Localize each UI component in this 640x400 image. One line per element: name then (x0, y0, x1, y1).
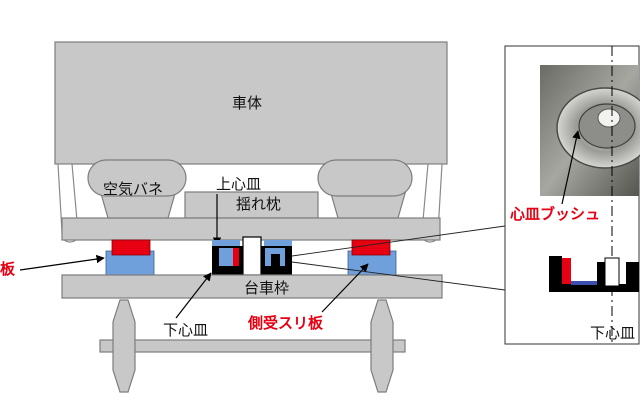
lower-center-plate-callout: 下心皿 (163, 272, 212, 339)
center-plate-assembly (212, 236, 292, 276)
bolster-label: 揺れ枕 (236, 195, 281, 213)
bolster: 揺れ枕 (61, 191, 441, 241)
bogie-frame-label: 台車枠 (244, 279, 289, 297)
air-spring-right (317, 159, 413, 219)
car-body: 車体 (54, 41, 448, 165)
air-spring-right-bellows (317, 159, 413, 197)
side-bearer-right-plate (351, 239, 391, 256)
car-body-label: 車体 (232, 94, 262, 112)
air-spring-left: 空気バネ (87, 159, 187, 219)
left-edge-arrow (19, 254, 105, 271)
detail-plate-inner-wall (597, 262, 605, 286)
wheel-right (370, 299, 394, 393)
wheelset (99, 299, 406, 393)
left-edge-callout: 板 (0, 254, 105, 278)
bogie-frame: 台車枠 (61, 274, 443, 299)
detail-center-plate (549, 256, 639, 292)
connector-line-lower (291, 261, 506, 291)
center-plate-bushing-arrow (561, 130, 581, 205)
detail-plate-liner (571, 281, 599, 285)
detail-lower-center-plate-label: 下心皿 (590, 324, 635, 342)
air-spring-left-bellows (87, 159, 187, 197)
bushing-photo (540, 65, 640, 196)
detail-connectors (291, 225, 506, 291)
side-bearer-left (105, 239, 155, 276)
upper-center-plate-label: 上心皿 (216, 175, 261, 193)
bogie-frame-bar (61, 274, 443, 299)
side-bearer-right (347, 239, 397, 276)
left-edge-label: 板 (0, 260, 16, 278)
wheel-left (112, 299, 136, 393)
upper-center-plate-right (264, 240, 292, 248)
side-bearer-plate-callout: 側受スリ板 (247, 263, 369, 332)
car-body-shape (54, 41, 448, 165)
center-pin (242, 236, 262, 276)
side-bearer-plate-arrow (321, 263, 369, 313)
detail-bushing (562, 258, 571, 285)
lower-center-plate-arrow (175, 272, 212, 319)
side-bearer-plate-label: 側受スリ板 (247, 314, 324, 332)
center-plate-bushing-left (233, 248, 239, 266)
photo-bushing (597, 108, 621, 128)
upper-center-plate-callout: 上心皿 (212, 175, 261, 246)
side-bearer-left-plate (111, 239, 151, 256)
detail-plate-left-wall (549, 256, 562, 292)
detail-plate-floor (549, 284, 639, 292)
connector-line-upper (291, 225, 506, 257)
detail-center-pin (604, 257, 620, 287)
lower-center-plate-label: 下心皿 (163, 321, 208, 339)
detail-panel: 心皿ブッシュ 下心皿 (504, 45, 640, 345)
center-plate-cup-right-core (271, 254, 280, 266)
axle (99, 339, 406, 353)
detail-plate-right-wall (626, 262, 639, 286)
upper-center-plate-left (212, 240, 240, 248)
air-spring-label: 空気バネ (103, 180, 163, 198)
center-plate-bushing-label: 心皿ブッシュ (510, 205, 600, 223)
